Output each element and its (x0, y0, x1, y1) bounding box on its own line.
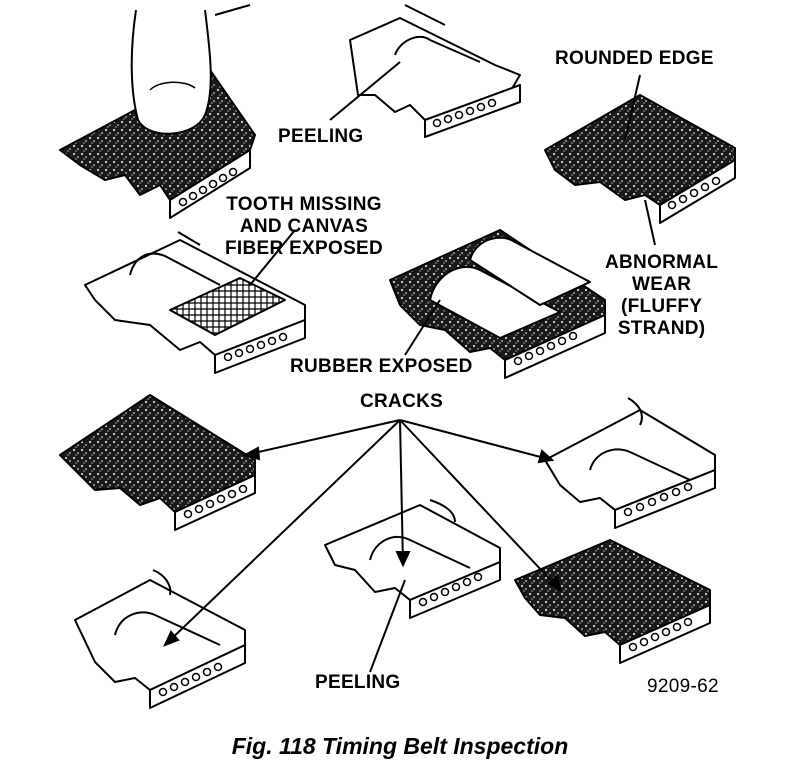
label-tooth-missing-line2: AND CANVAS (239, 216, 369, 237)
belt-finger-press (59, 4, 256, 219)
leader-lines (163, 61, 656, 673)
label-tooth-missing-line3: FIBER EXPOSED (225, 238, 384, 259)
belt-cracked-center (324, 499, 501, 619)
belt-cracked-bottom-left (74, 569, 246, 709)
label-abnormal-wear-line1: ABNORMAL (605, 252, 719, 273)
figure-caption: Fig. 118 Timing Belt Inspection (231, 733, 569, 759)
label-abnormal-wear-line4: STRAND) (617, 318, 706, 339)
label-cracks: CRACKS (360, 391, 444, 412)
label-abnormal-wear: ABNORMAL WEAR (FLUFFY STRAND) (605, 252, 718, 340)
label-rounded-edge: ROUNDED EDGE (555, 48, 714, 69)
label-peeling-top: PEELING (278, 126, 364, 147)
belt-cracked-fuzzy-right (514, 539, 711, 664)
label-tooth-missing-line1: TOOTH MISSING (226, 194, 382, 215)
belt-rubber-exposed (389, 229, 606, 379)
label-abnormal-wear-line3: (FLUFFY (620, 296, 703, 317)
label-abnormal-wear-line2: WEAR (631, 274, 692, 295)
label-peeling-bottom: PEELING (315, 672, 401, 693)
label-tooth-missing: TOOTH MISSING AND CANVAS FIBER EXPOSED (225, 194, 383, 260)
belt-cracked-right (544, 397, 716, 529)
belt-rounded-edge (544, 94, 736, 224)
belt-tooth-missing (84, 231, 306, 374)
figure-code: 9209-62 (647, 676, 719, 697)
label-rubber-exposed: RUBBER EXPOSED (290, 356, 473, 377)
belt-cracked-fuzzy-left (59, 394, 256, 531)
belt-peeling-top (349, 4, 521, 138)
